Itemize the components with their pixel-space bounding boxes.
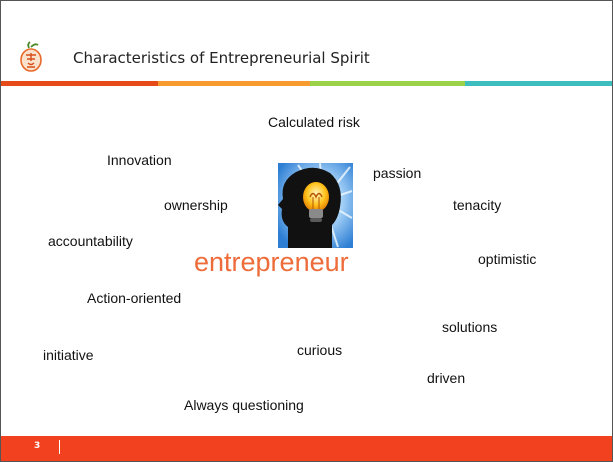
head-with-lightbulb-icon: [278, 163, 353, 248]
word-tenacity: tenacity: [453, 197, 502, 213]
word-initiative: initiative: [43, 347, 94, 363]
word-driven: driven: [427, 370, 466, 386]
word-action-oriented: Action-oriented: [87, 290, 182, 306]
word-solutions: solutions: [442, 319, 498, 335]
word-always-questioning: Always questioning: [184, 397, 304, 413]
slide-title: Characteristics of Entrepreneurial Spiri…: [73, 49, 370, 67]
center-word-entrepreneur: entrepreneur: [194, 247, 349, 277]
page-number-divider: [59, 440, 60, 454]
word-calculated-risk: Calculated risk: [268, 114, 360, 130]
footer-bar: 3: [1, 436, 612, 461]
word-innovation: Innovation: [107, 152, 172, 168]
chinese-character-logo-icon: [20, 41, 42, 72]
word-curious: curious: [297, 342, 343, 358]
word-passion: passion: [373, 165, 422, 181]
word-optimistic: optimistic: [478, 251, 537, 267]
word-accountability: accountability: [48, 233, 133, 249]
page-number: 3: [34, 441, 41, 451]
title-accent-stripe: [1, 81, 612, 86]
word-ownership: ownership: [164, 197, 228, 213]
